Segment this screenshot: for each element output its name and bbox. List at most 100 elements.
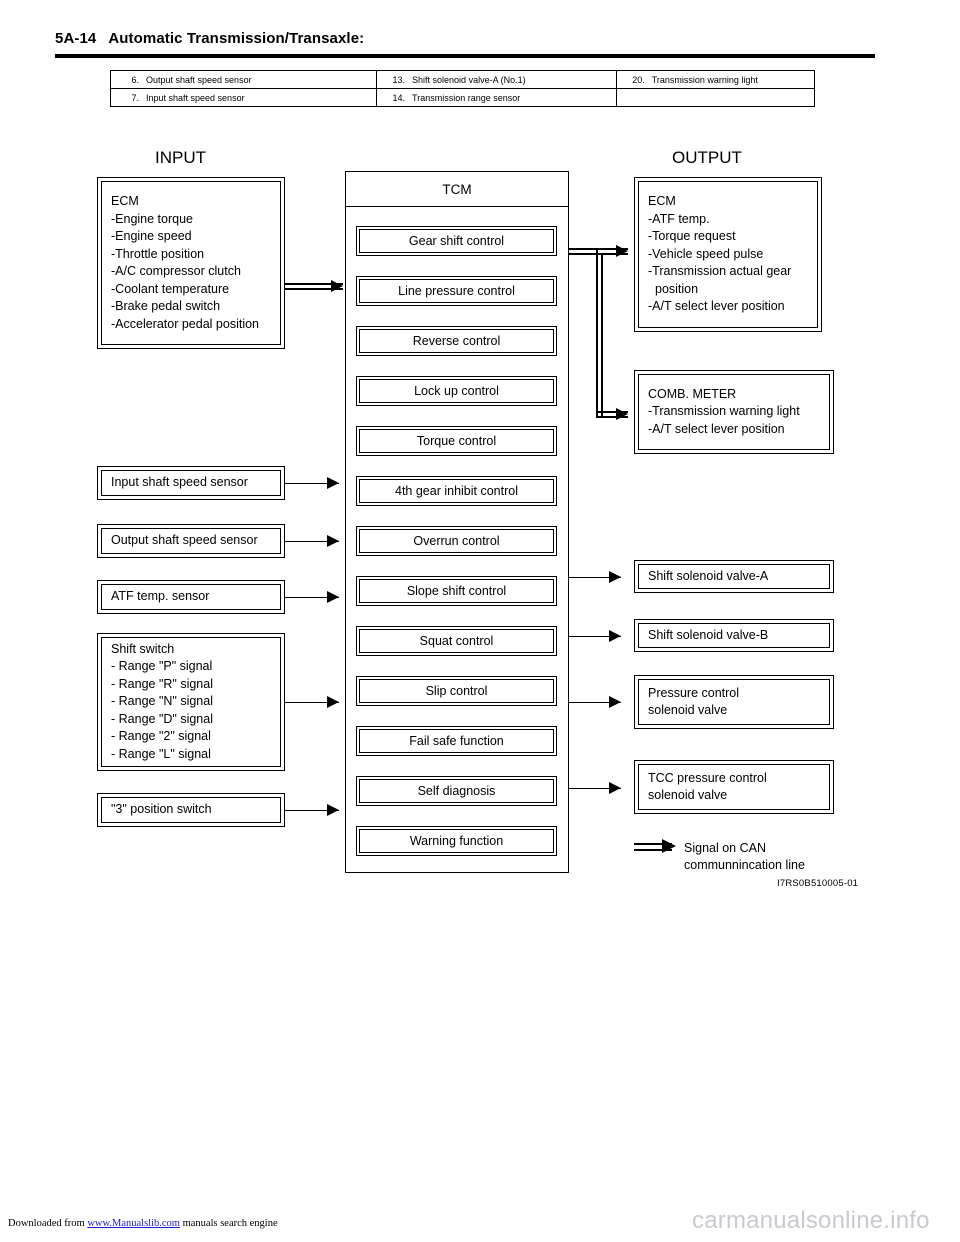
tcm-function-label: Slip control bbox=[359, 679, 554, 703]
tcm-function-label: Reverse control bbox=[359, 329, 554, 353]
table-row: 7.Input shaft speed sensor 14. Transmissi… bbox=[109, 88, 816, 107]
tcm-function-label: Self diagnosis bbox=[359, 779, 554, 803]
page-number: 5A-14 bbox=[55, 30, 97, 47]
actuator-label: Shift solenoid valve-A bbox=[648, 568, 769, 583]
legend-label: Transmission range sensor bbox=[412, 92, 521, 103]
legend-cell: 20. Transmission warning light bbox=[615, 70, 816, 89]
figure-code: I7RS0B510005-01 bbox=[777, 878, 859, 889]
header-rule bbox=[55, 54, 875, 58]
sensor-label: ATF temp. sensor bbox=[111, 589, 210, 604]
input-ecm-line: -Coolant temperature bbox=[111, 281, 230, 296]
actuator-box: TCC pressure control solenoid valve bbox=[634, 760, 834, 814]
legend-label: Output shaft speed sensor bbox=[146, 74, 252, 85]
sensor-label: Input shaft speed sensor bbox=[111, 475, 248, 490]
footer-prefix: Downloaded from bbox=[8, 1218, 88, 1229]
output-heading: OUTPUT bbox=[672, 148, 742, 167]
page-title: Automatic Transmission/Transaxle: bbox=[108, 30, 365, 47]
legend-number: 14. bbox=[392, 92, 406, 103]
tcm-function-box: 4th gear inhibit control bbox=[356, 476, 557, 506]
tcm-function-label: Torque control bbox=[359, 429, 554, 453]
output-ecm-line: -ATF temp. bbox=[648, 211, 710, 226]
actuator-label: solenoid valve bbox=[648, 703, 728, 717]
tcm-function-box: Slope shift control bbox=[356, 576, 557, 606]
input-ecm-line: -Engine speed bbox=[111, 229, 192, 243]
legend-cell: 6. Output shaft speed sensor bbox=[109, 70, 378, 89]
site-watermark: carmanualsonline.info bbox=[692, 1207, 930, 1234]
input-ecm-line: -Accelerator pedal position bbox=[111, 316, 259, 331]
legend-cell: 14. Transmission range sensor bbox=[376, 88, 617, 107]
shift-switch-line: - Range "2" signal bbox=[111, 729, 211, 744]
tcm-function-box: Squat control bbox=[356, 626, 557, 656]
legend-number: 7. bbox=[131, 92, 139, 103]
tcm-function-box: Fail safe function bbox=[356, 726, 557, 756]
key-line-2: communnincation line bbox=[684, 858, 805, 872]
output-ecm-line: -Torque request bbox=[648, 229, 736, 244]
shift-switch-title: Shift switch bbox=[111, 641, 175, 656]
comb-meter-title: COMB. METER bbox=[648, 386, 737, 401]
input-ecm-line: -Engine torque bbox=[111, 211, 194, 226]
tcm-function-label: Warning function bbox=[359, 829, 554, 853]
input-sensor-box: ATF temp. sensor bbox=[97, 580, 285, 614]
output-ecm-line: -A/T select lever position bbox=[648, 299, 785, 314]
actuator-box: Shift solenoid valve-A bbox=[634, 560, 834, 593]
input-sensor-box: Output shaft speed sensor bbox=[97, 524, 285, 558]
input-ecm-line: -Brake pedal switch bbox=[111, 299, 221, 313]
tcm-function-label: Line pressure control bbox=[359, 279, 554, 303]
comb-meter-box: COMB. METER -Transmission warning light … bbox=[634, 370, 834, 454]
tcm-function-box: Slip control bbox=[356, 676, 557, 706]
output-ecm-line: position bbox=[655, 281, 699, 296]
input-ecm-line: -A/C compressor clutch bbox=[111, 264, 241, 278]
legend-label: Shift solenoid valve-A (No.1) bbox=[412, 74, 526, 85]
legend-number: 6. bbox=[131, 74, 139, 85]
shift-switch-line: - Range "N" signal bbox=[111, 694, 213, 709]
comb-meter-line: -Transmission warning light bbox=[648, 404, 800, 419]
tcm-function-box: Overrun control bbox=[356, 526, 557, 556]
shift-switch-box: Shift switch - Range "P" signal - Range … bbox=[97, 633, 285, 771]
shift-switch-line: - Range "D" signal bbox=[111, 711, 213, 726]
legend-number: 13. bbox=[392, 74, 406, 85]
tcm-function-box: Lock up control bbox=[356, 376, 557, 406]
tcm-function-box: Warning function bbox=[356, 826, 557, 856]
tcm-function-label: Slope shift control bbox=[359, 579, 554, 603]
shift-switch-line: - Range "R" signal bbox=[111, 676, 213, 691]
tcm-function-label: Fail safe function bbox=[359, 729, 554, 753]
legend-cell: 7.Input shaft speed sensor bbox=[109, 88, 378, 107]
actuator-box: Pressure control solenoid valve bbox=[634, 675, 834, 729]
footer-attribution: Downloaded from www.Manualslib.com manua… bbox=[8, 1218, 278, 1229]
sensor-label: Output shaft speed sensor bbox=[111, 533, 258, 548]
legend-number: 20. bbox=[632, 74, 645, 85]
tcm-function-label: Squat control bbox=[359, 629, 554, 653]
input-sensor-box: Input shaft speed sensor bbox=[97, 466, 285, 500]
input-ecm-title: ECM bbox=[111, 194, 139, 208]
output-ecm-line: -Transmission actual gear bbox=[648, 264, 792, 279]
input-ecm-line: -Throttle position bbox=[111, 246, 205, 261]
tcm-function-box: Self diagnosis bbox=[356, 776, 557, 806]
actuator-box: Shift solenoid valve-B bbox=[634, 619, 834, 652]
tcm-function-box: Gear shift control bbox=[356, 226, 557, 256]
legend-label: Transmission warning light bbox=[651, 74, 758, 85]
position-switch-label: "3" position switch bbox=[111, 802, 212, 817]
table-row: 6. Output shaft speed sensor 13. Shift sol… bbox=[109, 70, 816, 89]
tcm-function-label: Gear shift control bbox=[359, 229, 554, 253]
output-ecm-title: ECM bbox=[648, 194, 676, 209]
tcm-function-label: Overrun control bbox=[359, 529, 554, 553]
actuator-label: TCC pressure control bbox=[648, 770, 767, 785]
tcm-function-label: 4th gear inhibit control bbox=[359, 479, 554, 503]
tcm-title: TCM bbox=[346, 172, 568, 207]
position-switch-box: "3" position switch bbox=[97, 793, 285, 827]
legend-cell: 13. Shift solenoid valve-A (No.1) bbox=[376, 70, 617, 89]
tcm-function-box: Reverse control bbox=[356, 326, 557, 356]
can-signal-key-label: Signal on CAN communnincation line bbox=[684, 840, 805, 874]
actuator-label: Pressure control bbox=[648, 685, 740, 700]
output-ecm-line: -Vehicle speed pulse bbox=[648, 246, 764, 261]
component-legend-table: 6. Output shaft speed sensor 13. Shift sol… bbox=[109, 70, 816, 107]
input-heading: INPUT bbox=[155, 148, 206, 167]
output-ecm-box: ECM -ATF temp. -Torque request -Vehicle … bbox=[634, 177, 822, 332]
page-header: 5A-14 Automatic Transmission/Transaxle: bbox=[55, 30, 364, 47]
manualslib-link[interactable]: www.Manualslib.com bbox=[87, 1218, 180, 1229]
tcm-function-box: Torque control bbox=[356, 426, 557, 456]
legend-cell-empty bbox=[615, 88, 816, 107]
actuator-label: Shift solenoid valve-B bbox=[648, 627, 769, 642]
input-ecm-box: ECM -Engine torque -Engine speed -Thrott… bbox=[97, 177, 285, 349]
